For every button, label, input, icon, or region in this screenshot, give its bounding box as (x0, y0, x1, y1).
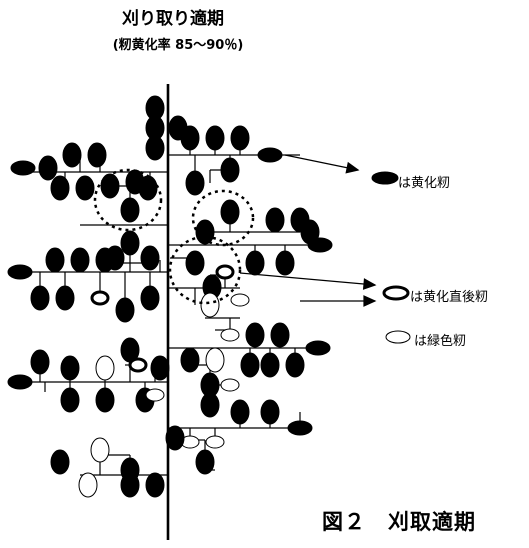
yellowed-grain (245, 322, 265, 348)
yellowed-grain (275, 250, 295, 276)
yellowed-grain (120, 197, 140, 223)
yellowed-grain (230, 125, 250, 151)
green-grain (220, 328, 240, 342)
legend-just-yellowed-grain-icon (382, 285, 410, 301)
dashed-highlight-circle (93, 168, 163, 232)
green-grain (90, 437, 110, 463)
yellowed-grain (300, 219, 320, 245)
yellowed-grain (260, 352, 280, 378)
yellowed-grain (70, 247, 90, 273)
dashed-highlight-circle (191, 189, 255, 247)
dashed-highlight-circle (168, 235, 242, 305)
yellowed-grain (75, 175, 95, 201)
yellowed-grain (287, 420, 313, 436)
yellowed-grain (120, 230, 140, 256)
yellowed-grain (305, 340, 331, 356)
green-grain (205, 347, 225, 373)
legend-arrows (239, 154, 377, 307)
rice-grains (7, 95, 333, 498)
legend-label-just-yellowed: は黄化直後籾 (410, 290, 489, 305)
yellowed-grain (30, 285, 50, 311)
legend-arrowhead (363, 295, 377, 307)
legend-arrow-line (284, 154, 359, 171)
legend-label-green: は緑色籾 (414, 334, 467, 349)
yellowed-grain (60, 355, 80, 381)
yellowed-grain (95, 247, 115, 273)
yellowed-grain (200, 392, 220, 418)
yellowed-grain (165, 425, 185, 451)
yellowed-grain (100, 173, 120, 199)
yellowed-grain (30, 349, 50, 375)
yellowed-grain (7, 264, 33, 280)
legend-arrow-line (239, 272, 376, 286)
yellowed-grain (260, 399, 280, 425)
yellowed-grain (7, 374, 33, 390)
yellowed-grain (95, 387, 115, 413)
legend-arrowhead (345, 161, 360, 174)
just-yellowed-grain (128, 357, 148, 373)
yellowed-grain (115, 297, 135, 323)
yellowed-grain (180, 347, 200, 373)
yellowed-grain (45, 247, 65, 273)
green-grain (78, 472, 98, 498)
yellowed-grain (10, 160, 36, 176)
yellowed-grain (245, 250, 265, 276)
yellowed-grain (257, 147, 283, 163)
yellowed-grain (50, 175, 70, 201)
yellowed-grain (87, 142, 107, 168)
yellowed-grain (60, 387, 80, 413)
yellowed-grain (195, 449, 215, 475)
yellowed-grain (62, 142, 82, 168)
green-grain (205, 435, 225, 449)
diagram-title: 刈り取り適期 (122, 9, 224, 29)
green-grain (230, 293, 250, 307)
yellowed-grain (185, 250, 205, 276)
yellowed-grain (205, 125, 225, 151)
yellowed-grain (50, 449, 70, 475)
yellowed-grain (140, 285, 160, 311)
yellowed-grain (230, 399, 250, 425)
just-yellowed-grain (90, 290, 110, 306)
green-grain (145, 388, 165, 402)
yellowed-grain (145, 472, 165, 498)
yellowed-grain (285, 352, 305, 378)
figure-caption: 図２ 刈取適期 (322, 510, 476, 534)
highlight-circles (93, 168, 255, 305)
yellowed-grain (140, 245, 160, 271)
legend-green-grain-icon (385, 330, 411, 344)
green-grain (200, 292, 220, 318)
yellowed-grain (38, 155, 58, 181)
green-grain (220, 378, 240, 392)
yellowed-grain (220, 157, 240, 183)
legend-markers (371, 171, 411, 344)
yellowed-grain (145, 135, 165, 161)
legend-yellowed-grain-icon (371, 171, 399, 185)
diagram-subtitle: (籾黄化率 85～90％) (112, 38, 244, 53)
yellowed-grain (265, 207, 285, 233)
yellowed-grain (270, 322, 290, 348)
green-grain (95, 355, 115, 381)
yellowed-grain (150, 355, 170, 381)
yellowed-grain (220, 199, 240, 225)
yellowed-grain (240, 352, 260, 378)
legend-arrowhead (362, 278, 377, 290)
legend-label-yellowed: は黄化籾 (398, 176, 451, 191)
yellowed-grain (120, 457, 140, 483)
yellowed-grain (180, 125, 200, 151)
yellowed-grain (55, 285, 75, 311)
yellowed-grain (185, 170, 205, 196)
just-yellowed-grain (215, 264, 235, 280)
